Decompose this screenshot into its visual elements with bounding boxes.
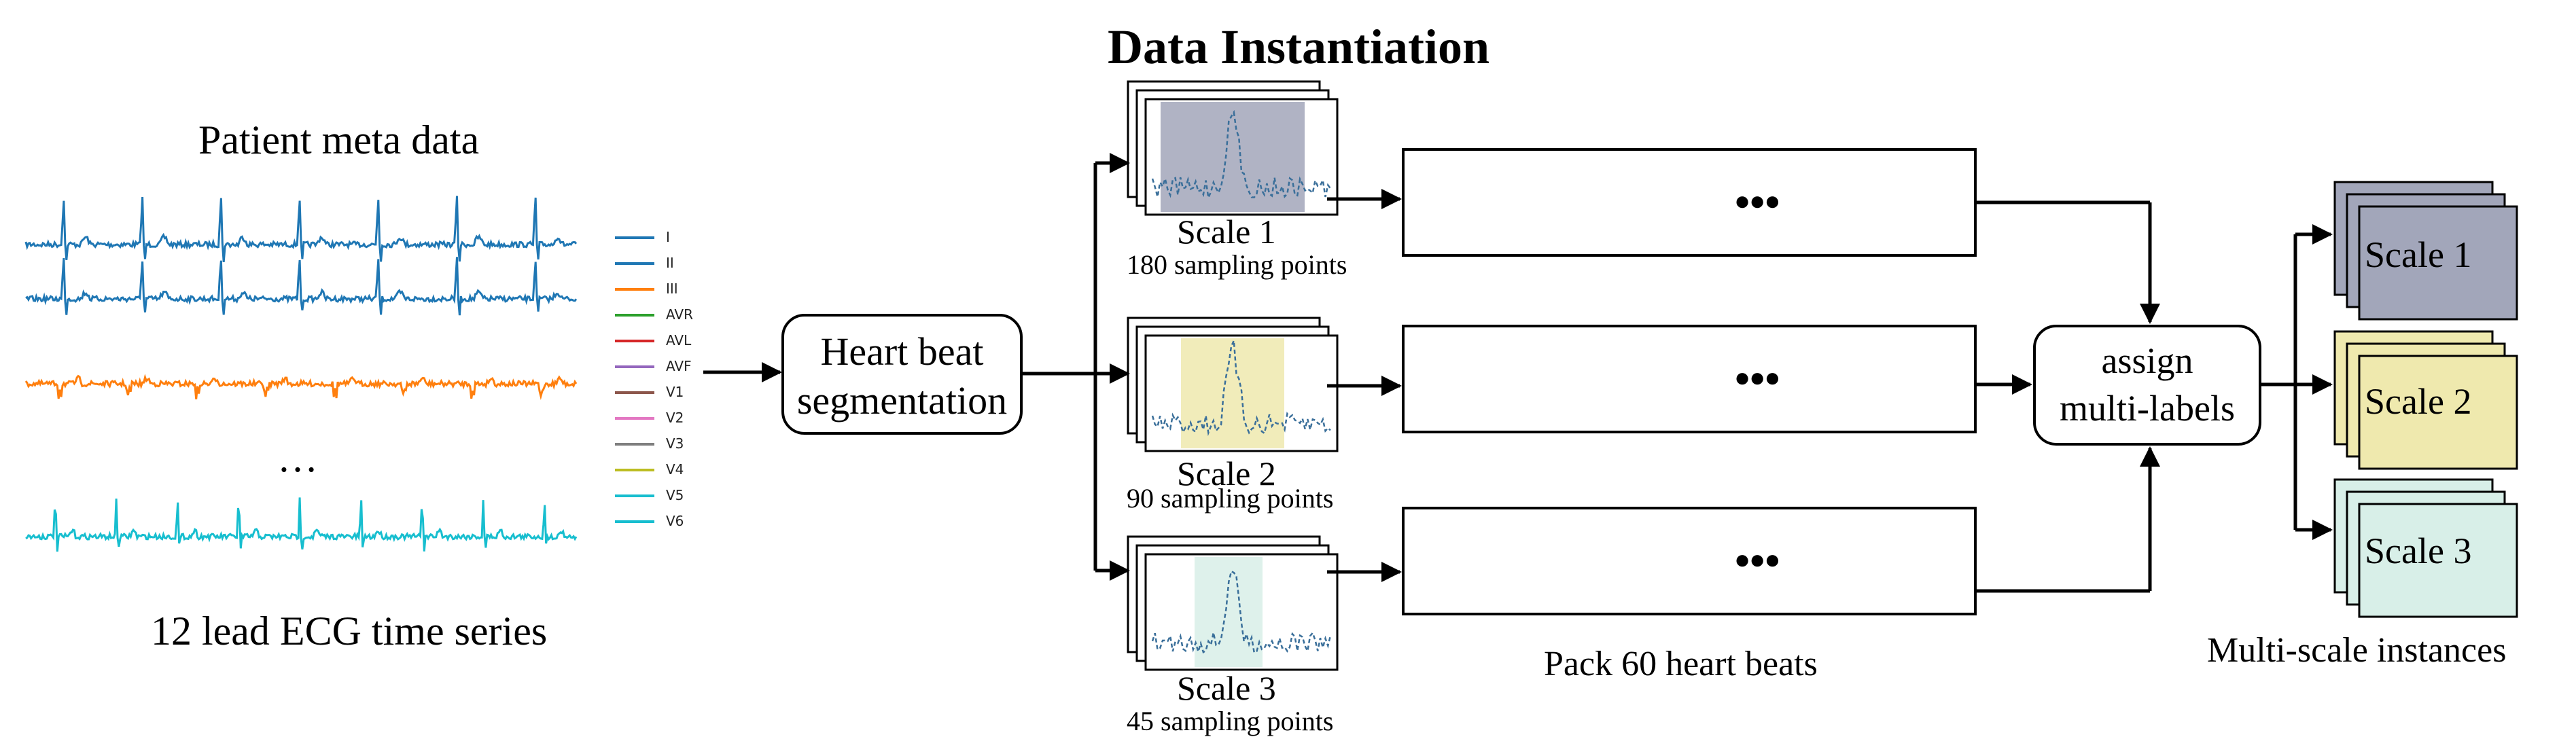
output-label: Multi-scale instances [2207,631,2507,670]
scale-2-name: Scale 2 [1177,454,1276,492]
scale-3-points: 45 sampling points [1127,706,1334,736]
pack-row-2-dots: ●●● [1734,362,1780,393]
segmentation-line2: segmentation [796,378,1008,422]
scale-1-points: 180 sampling points [1127,249,1347,280]
legend-label-v1: V1 [666,384,684,400]
legend-label-iii: III [666,281,678,297]
output-scale-3-stack [2333,478,2518,618]
legend-label-avr: AVR [666,306,693,323]
legend-label-v5: V5 [666,487,684,503]
ecg-series-label: 12 lead ECG time series [151,609,548,653]
output-scale-1-label: Scale 1 [2365,234,2472,275]
legend-label-ii: II [666,255,674,271]
flow-arrows [703,153,2333,593]
scale-3-window [1195,557,1263,667]
scale-1-name: Scale 1 [1177,213,1276,251]
pack-row-3-dots: ●●● [1734,544,1780,575]
scale-1-window [1161,102,1305,212]
output-stacks [2333,181,2518,618]
legend-label-v4: V4 [666,461,684,478]
scale-2-signal [1151,340,1331,437]
heart-beat-segmentation-box [781,314,1023,435]
legend-label-v2: V2 [666,410,684,426]
ecg-trace-lead-ii [25,257,578,316]
patient-meta-label: Patient meta data [198,118,480,162]
segmentation-line1: Heart beat [820,329,984,374]
scale-2-stack [1127,317,1339,452]
scale-3-signal [1151,570,1332,655]
legend-label-avl: AVL [666,332,692,348]
pack-row-1 [1402,148,1977,257]
output-scale-2-label: Scale 2 [2365,381,2472,422]
scale-1-signal [1151,109,1332,201]
scale-2-points: 90 sampling points [1127,483,1334,514]
assign-line1: assign [2101,340,2193,381]
output-scale-1-stack [2333,181,2518,321]
scale-3-stack [1127,535,1339,671]
pack-label: Pack 60 heart beats [1544,645,1818,683]
scale-1-stack [1127,80,1339,216]
scale-2-window [1181,338,1284,448]
legend-label-v6: V6 [666,513,684,529]
output-scale-2-stack [2333,330,2518,470]
diagram-title: Data Instantiation [1108,20,1490,74]
pack-row-3 [1402,507,1977,615]
output-scale-3-label: Scale 3 [2365,530,2472,571]
legend-label-avf: AVF [666,358,692,374]
assign-multi-labels-box [2033,325,2261,446]
pack-row-2 [1402,325,1977,433]
ecg-trace-lead-v6 [25,497,578,552]
legend-label-i: I [666,229,670,245]
ecg-trace-lead-iii [24,374,578,400]
scale-3-name: Scale 3 [1177,669,1276,707]
ecg-trace-lead-i [24,196,578,263]
ecg-ellipsis: … [277,435,318,480]
ecg-traces [24,196,578,552]
assign-line2: multi-labels [2060,388,2235,429]
pack-row-1-dots: ●●● [1734,185,1780,216]
ecg-legend-swatches [615,236,654,523]
legend-label-v3: V3 [666,435,684,452]
